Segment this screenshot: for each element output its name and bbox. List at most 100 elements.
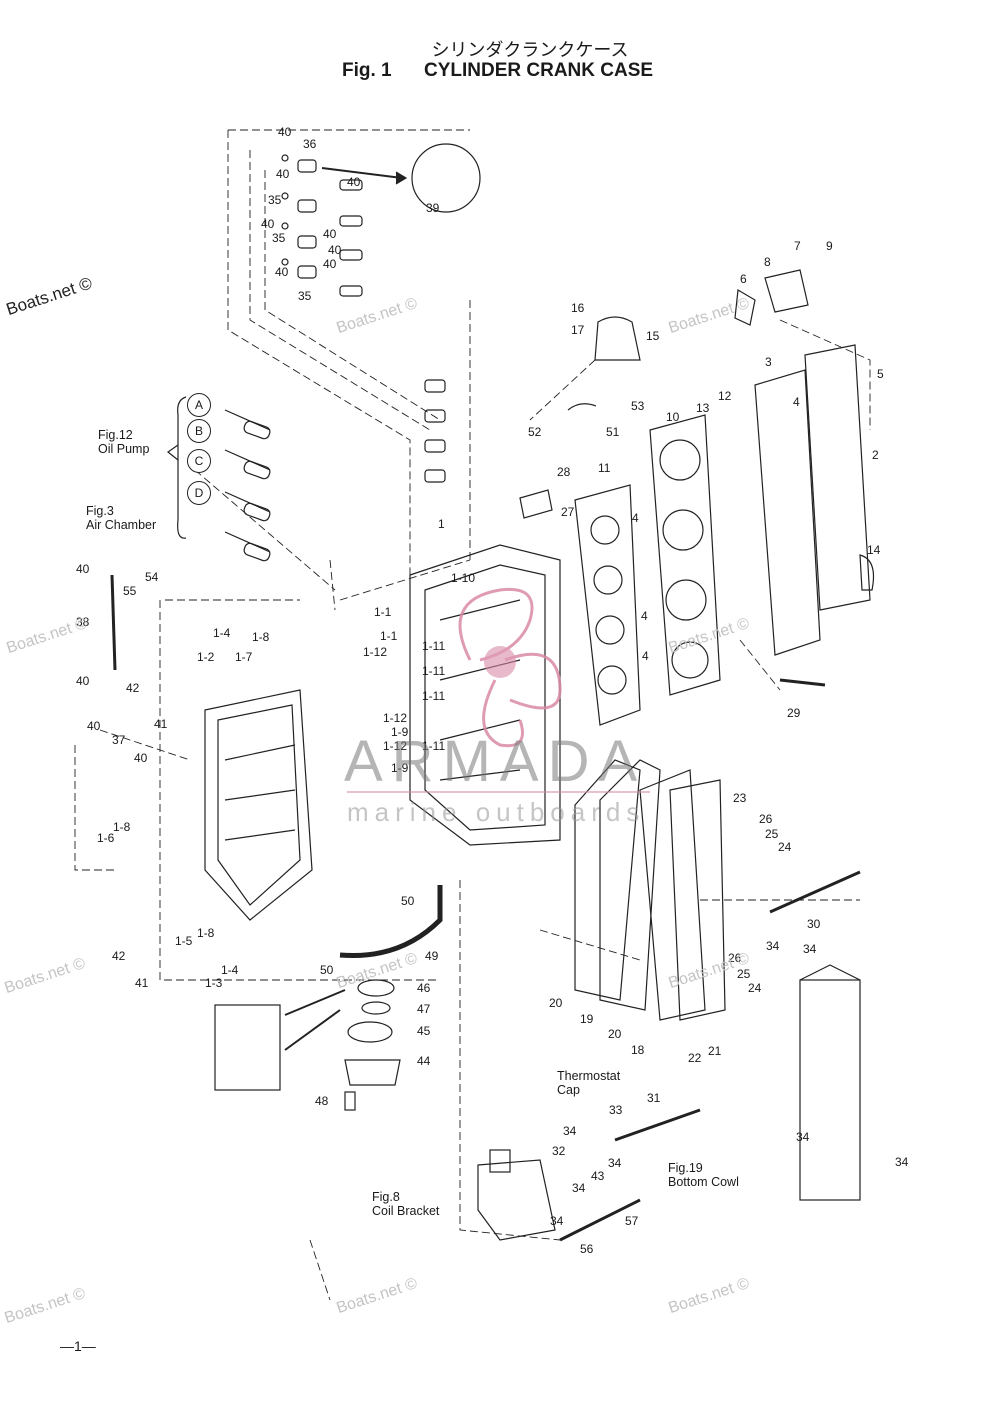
part-label: 29 (787, 706, 801, 720)
watermark-brand-armada: ARMADA (344, 729, 647, 794)
hose-49 (339, 885, 443, 959)
part-label: 1-11 (422, 689, 446, 703)
figure-number: Fig. 1 (342, 60, 392, 81)
part-label: 1-12 (383, 739, 408, 753)
part-label: 1-12 (363, 645, 388, 659)
pipe-31 (614, 1108, 701, 1142)
brand-logo-mark (458, 587, 562, 748)
part-46 (357, 979, 395, 997)
part-label: 15 (646, 329, 660, 343)
figure-title: CYLINDER CRANK CASE (424, 60, 654, 81)
part-label: 40 (323, 227, 337, 241)
part-label: 40 (87, 719, 101, 733)
part-label: 34 (550, 1214, 564, 1228)
part-label: 12 (718, 389, 732, 403)
circle-label-c: C (187, 449, 211, 473)
part-label: 47 (417, 1002, 431, 1016)
part-label: 55 (123, 584, 137, 598)
part-label: 34 (803, 942, 817, 956)
circle-label-a: A (187, 393, 211, 417)
lower-plates (574, 759, 726, 1021)
part-label: 5 (877, 367, 884, 381)
part-label: 17 (571, 323, 585, 337)
part-label: 1-2 (197, 650, 215, 664)
thermostat-housing-44 (344, 1059, 401, 1086)
part-label: 1-5 (175, 934, 193, 948)
part-label: 4 (642, 649, 649, 663)
part-label: 40 (323, 257, 337, 271)
part-label: 50 (401, 894, 415, 908)
part-label: 44 (417, 1054, 431, 1068)
ref-fig12-oil-pump: Fig.12 Oil Pump (98, 428, 150, 456)
part-label: 26 (728, 951, 742, 965)
part-label: 52 (528, 425, 542, 439)
detail-inset-box (214, 1004, 281, 1091)
part-label: 30 (807, 917, 821, 931)
part-label: 1-12 (383, 711, 408, 725)
part-label: 14 (867, 543, 881, 557)
part-label: 42 (112, 949, 126, 963)
part-label: 50 (320, 963, 334, 977)
detail-inset (411, 143, 481, 213)
part-label: 6 (740, 272, 747, 286)
part-label: 43 (591, 1169, 605, 1183)
part-label: 41 (135, 976, 149, 990)
ref-fig19-bottom-cowl: Fig.19 Bottom Cowl (668, 1161, 739, 1189)
part-label: 33 (609, 1103, 623, 1117)
pipe-56 (559, 1198, 641, 1242)
coil-bracket-assembly (477, 1159, 556, 1241)
part-label: 37 (112, 733, 126, 747)
part-label: 57 (625, 1214, 639, 1228)
part-label: 4 (632, 511, 639, 525)
part-label: 41 (154, 717, 168, 731)
part-label: 40 (275, 265, 289, 279)
part-label: 40 (347, 175, 361, 189)
part-label: 54 (145, 570, 159, 584)
crank-case-block (409, 544, 561, 846)
part-label: 16 (571, 301, 585, 315)
part-label: 3 (765, 355, 772, 369)
page-title-japanese: シリンダクランクケース (431, 40, 629, 61)
part-label: 35 (298, 289, 312, 303)
part-label: 1-1 (380, 629, 398, 643)
part-27 (519, 489, 553, 519)
part-6 (734, 289, 756, 326)
part-label: 35 (268, 193, 282, 207)
part-label: 36 (303, 137, 317, 151)
part-label: 45 (417, 1024, 431, 1038)
part-label: 34 (572, 1181, 586, 1195)
part-label: 51 (606, 425, 620, 439)
part-label: 42 (126, 681, 140, 695)
part-label: 11 (598, 461, 611, 475)
part-label: 26 (759, 812, 773, 826)
part-label: 56 (580, 1242, 594, 1256)
part-label: 24 (778, 840, 792, 854)
part-label: 4 (793, 395, 800, 409)
part-label: 25 (765, 827, 779, 841)
part-label: 19 (580, 1012, 594, 1026)
part-label: 1-10 (451, 571, 476, 585)
part-label: 1-9 (391, 725, 409, 739)
part-label: 25 (737, 967, 751, 981)
part-label: 7 (794, 239, 801, 253)
part-label: 28 (557, 465, 571, 479)
part-label: 1-8 (252, 630, 270, 644)
part-label: 40 (261, 217, 275, 231)
part-label: 40 (328, 243, 342, 257)
part-label: 1-8 (197, 926, 215, 940)
exhaust-covers (574, 344, 871, 726)
part-label: 10 (666, 410, 680, 424)
part-label: 35 (272, 231, 286, 245)
part-label: 1-4 (221, 963, 239, 977)
part-label: 18 (631, 1043, 645, 1057)
part-label: 40 (278, 125, 292, 139)
part-label: 40 (76, 674, 90, 688)
part-label: 1-3 (205, 976, 223, 990)
part-label: 22 (688, 1051, 702, 1065)
part-8 (764, 269, 809, 313)
part-14 (859, 554, 875, 591)
part-label: 1-1 (374, 605, 392, 619)
bolt-cluster-top (281, 154, 363, 297)
part-label: 31 (647, 1091, 661, 1105)
